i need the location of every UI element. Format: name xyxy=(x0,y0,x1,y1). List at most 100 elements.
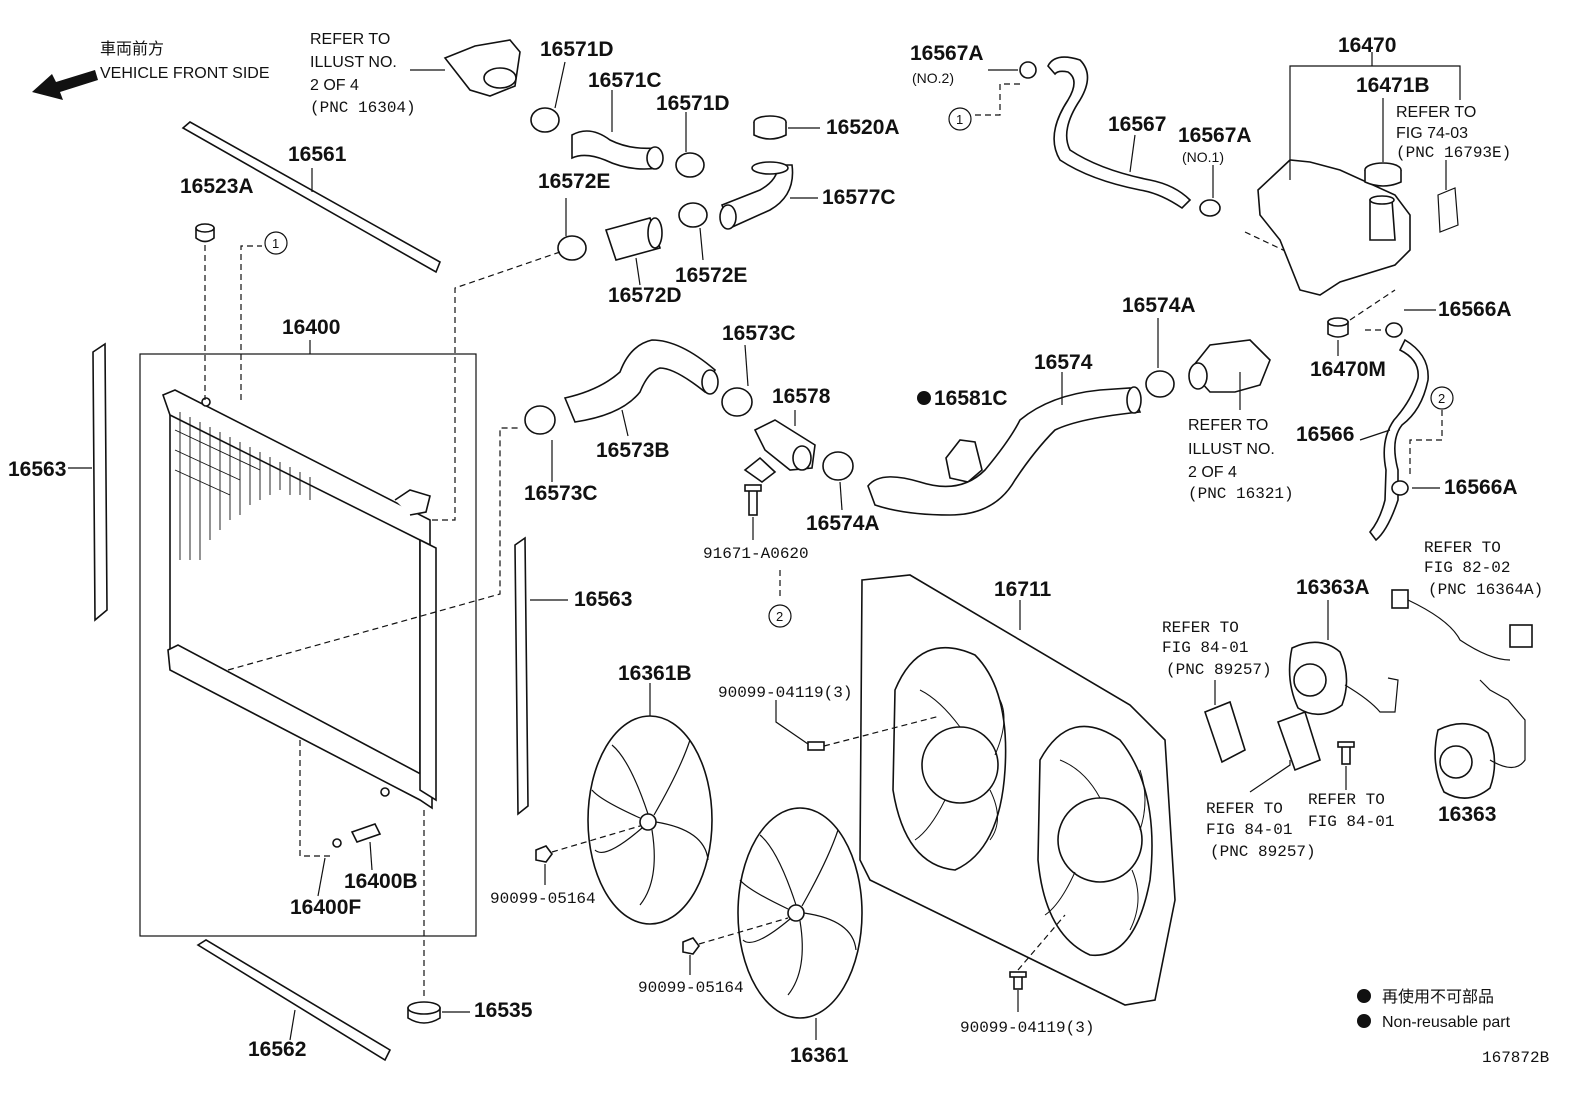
label-16563-left: 16563 xyxy=(8,458,66,481)
ref-4-line-3: (PNC 16364A) xyxy=(1428,581,1543,599)
part-16711-shroud xyxy=(859,574,1176,1006)
legend-dot-2 xyxy=(1357,1014,1371,1028)
label-16361: 16361 xyxy=(790,1044,849,1067)
non-reusable-dot-16581C xyxy=(917,391,931,405)
ref-7-line-1: REFER TO xyxy=(1308,791,1385,809)
part-16561 xyxy=(181,121,442,274)
legend-en: Non-reusable part xyxy=(1382,1014,1511,1031)
label-16571C: 16571C xyxy=(588,69,662,92)
ref-5-line-3: (PNC 89257) xyxy=(1166,661,1272,679)
marker-1-reservoir-text: 1 xyxy=(956,112,963,127)
label-16577C: 16577C xyxy=(822,186,896,209)
part-16470-reservoir xyxy=(1257,159,1411,296)
label-16572D: 16572D xyxy=(608,284,682,307)
part-16361-fan xyxy=(737,807,863,1040)
part-16563-mid xyxy=(514,536,529,816)
part-16581C xyxy=(945,439,983,483)
label-16567A-top-note: (NO.2) xyxy=(912,70,954,86)
label-16562: 16562 xyxy=(248,1038,306,1061)
ref-3-line-1: REFER TO xyxy=(1188,417,1268,434)
marker-2-reservoir-text: 2 xyxy=(1438,391,1445,406)
part-16361B-fan xyxy=(587,683,713,925)
part-16574A-b xyxy=(1145,318,1175,398)
part-16566A-bot xyxy=(1391,480,1440,496)
part-16535 xyxy=(407,810,441,1024)
ref-3-line-4: (PNC 16321) xyxy=(1188,485,1294,503)
label-16363A: 16363A xyxy=(1296,576,1370,599)
part-16520A xyxy=(753,115,820,140)
part-16572D xyxy=(604,217,663,286)
ref-2-line-3: (PNC 16793E) xyxy=(1396,144,1511,162)
label-16572E-a: 16572E xyxy=(538,170,610,193)
label-16566A-bot: 16566A xyxy=(1444,476,1518,499)
nut-90099-05164-b xyxy=(682,917,789,975)
label-16573C-a: 16573C xyxy=(524,482,598,505)
part-89257-ecu-a xyxy=(1203,680,1246,764)
ref-3-line-2: ILLUST NO. xyxy=(1188,441,1275,458)
radiator-core xyxy=(161,389,437,810)
part-16566A-top xyxy=(1385,309,1436,338)
ref-5-line-1: REFER TO xyxy=(1162,619,1239,637)
label-16363: 16363 xyxy=(1438,803,1496,826)
ref-2-line-1: REFER TO xyxy=(1396,104,1476,121)
front-label-en: VEHICLE FRONT SIDE xyxy=(100,65,270,82)
label-plate xyxy=(1437,187,1459,233)
label-16400B: 16400B xyxy=(344,870,418,893)
part-16577C xyxy=(719,161,818,230)
label-90099-04119-a: 90099-04119(3) xyxy=(718,684,852,702)
label-16535: 16535 xyxy=(474,999,533,1022)
figure-id: 167872B xyxy=(1482,1049,1549,1067)
marker-2-mid-text: 2 xyxy=(776,609,783,624)
label-90099-05164-b: 90099-05164 xyxy=(638,979,744,997)
label-16471B: 16471B xyxy=(1356,74,1430,97)
label-90099-04119-b: 90099-04119(3) xyxy=(960,1019,1094,1037)
part-16571C xyxy=(571,90,664,170)
part-16573C-a xyxy=(524,405,556,482)
legend-jp: 再使用不可部品 xyxy=(1382,988,1494,1006)
marker-1-radiator xyxy=(264,231,288,255)
part-16567A-top xyxy=(988,61,1037,79)
label-90099-05164-a: 90099-05164 xyxy=(490,890,596,908)
ref-3-line-3: 2 OF 4 xyxy=(1188,464,1237,481)
marker-1-reservoir xyxy=(948,107,972,131)
part-16567 xyxy=(1047,56,1192,210)
label-16574: 16574 xyxy=(1034,351,1093,374)
label-16571D-b: 16571D xyxy=(656,92,730,115)
label-16566: 16566 xyxy=(1296,423,1354,446)
label-16567: 16567 xyxy=(1108,113,1166,136)
part-16471B-cap xyxy=(1364,98,1402,187)
label-16571D-a: 16571D xyxy=(540,38,614,61)
bolt-90099-04119-b xyxy=(1009,914,1066,1012)
label-16563-mid: 16563 xyxy=(574,588,632,611)
part-16363A-motor xyxy=(1288,600,1399,716)
label-16573B: 16573B xyxy=(596,439,670,462)
ref-6-line-2: FIG 84-01 xyxy=(1206,821,1292,839)
part-16573C-b xyxy=(721,344,753,417)
part-16572E-a xyxy=(557,198,587,261)
label-16567A-mid: 16567A xyxy=(1178,124,1252,147)
part-ecu-screw xyxy=(1337,741,1355,790)
part-16574A-a xyxy=(822,451,854,511)
label-16520A: 16520A xyxy=(826,116,900,139)
ref-4-line-2: FIG 82-02 xyxy=(1424,559,1510,577)
label-16572E-b: 16572E xyxy=(675,264,747,287)
ref-1-line-1: REFER TO xyxy=(310,31,390,48)
part-16363-motor xyxy=(1434,679,1526,799)
ref-1-line-4: (PNC 16304) xyxy=(310,99,416,117)
part-16364A-harness xyxy=(1391,589,1533,661)
ref-1-line-2: ILLUST NO. xyxy=(310,54,397,71)
label-16470M: 16470M xyxy=(1310,358,1386,381)
front-label-jp: 車両前方 xyxy=(100,40,164,58)
label-16574A-b: 16574A xyxy=(1122,294,1196,317)
ref-6-line-1: REFER TO xyxy=(1206,800,1283,818)
legend-dot-1 xyxy=(1357,989,1371,1003)
label-16567A-mid-note: (NO.1) xyxy=(1182,149,1224,165)
part-16574 xyxy=(867,372,1142,516)
part-16573B xyxy=(563,339,719,437)
nut-90099-05164-a xyxy=(535,825,641,885)
label-16581C: 16581C xyxy=(934,387,1008,410)
radiator-assembly-frame xyxy=(139,353,477,937)
marker-1-radiator-text: 1 xyxy=(272,236,279,251)
label-16400F: 16400F xyxy=(290,896,361,919)
